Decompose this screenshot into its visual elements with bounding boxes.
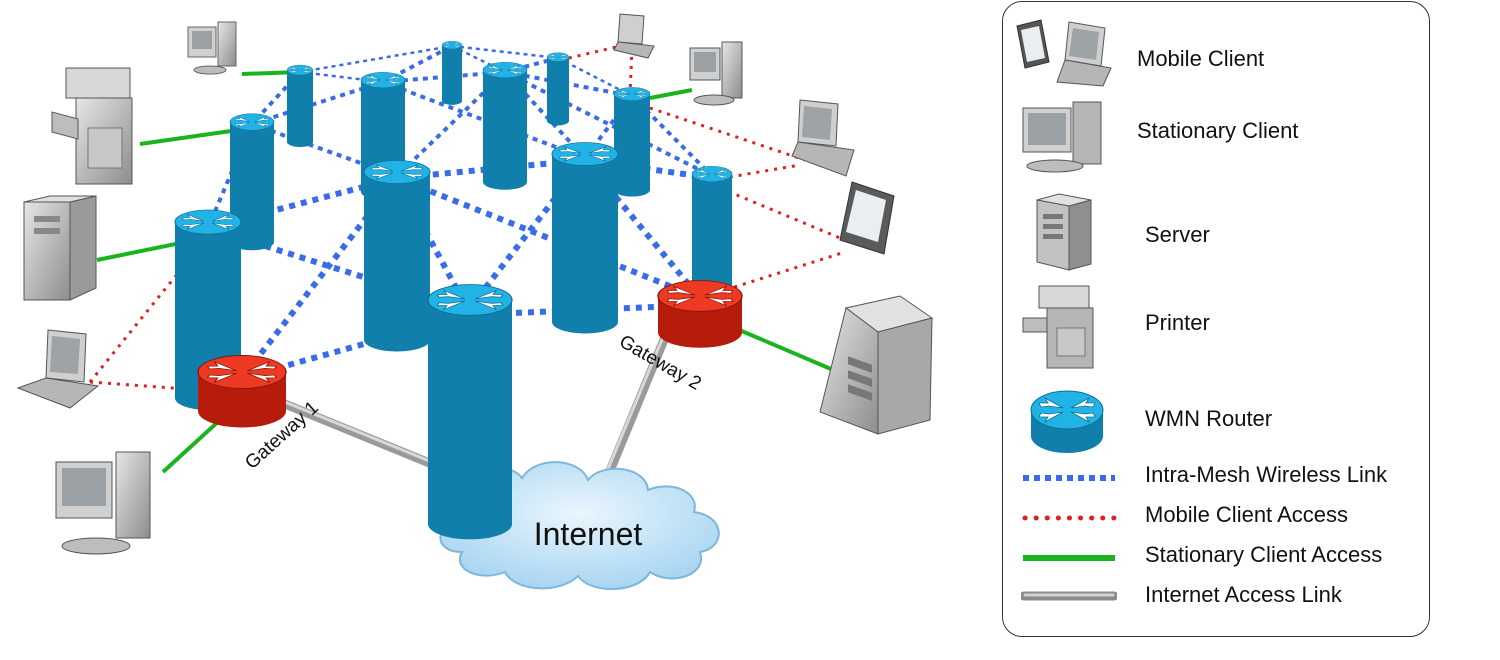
printer-icon (1022, 285, 1094, 369)
legend-label-server: Server (1145, 222, 1210, 247)
printer-icon (51, 67, 133, 185)
intra-mesh-link-line (1023, 475, 1115, 481)
gateway-1 (197, 355, 287, 428)
mobile-access-line (1022, 515, 1117, 521)
gateway-2 (657, 280, 743, 348)
wmn-router-icon (482, 61, 528, 191)
server-icon (1036, 193, 1092, 271)
stationary-client-icon (1022, 101, 1102, 173)
wmn-router-icon (691, 166, 733, 295)
legend-label-mobile-client: Mobile Client (1137, 46, 1265, 71)
server-icon (819, 295, 934, 435)
legend-label-internet-link: Internet Access Link (1145, 582, 1342, 607)
wmn-router-icon (551, 141, 619, 335)
wmn-router-icon (546, 52, 570, 126)
internet-link-line (1021, 591, 1117, 601)
mobile-client-icon (16, 329, 100, 409)
internet-label: Internet (534, 516, 643, 552)
network-diagram: Internet (16, 13, 934, 590)
wmn-router-icon (286, 64, 314, 148)
wmn-router-icon (441, 41, 463, 105)
legend: Mobile Client Stationary Client Server P… (1002, 1, 1430, 637)
internet-link-gateway2 (595, 325, 673, 500)
stationary-client-icon (689, 41, 743, 106)
legend-label-intra-mesh-link: Intra-Mesh Wireless Link (1145, 462, 1388, 487)
legend-label-mobile-access: Mobile Client Access (1145, 502, 1348, 527)
legend-label-printer: Printer (1145, 310, 1210, 335)
wmn-router-icon (1030, 390, 1104, 453)
stationary-client-icon (187, 21, 237, 75)
mobile-client-icon (613, 13, 655, 59)
stationary-access-links (96, 70, 839, 474)
stationary-client-icon (55, 451, 151, 555)
mobile-client-icon (839, 181, 895, 255)
mobile-client-icon (791, 99, 855, 177)
legend-label-stationary-client: Stationary Client (1137, 118, 1299, 143)
wmn-router-icon (613, 87, 651, 197)
wmn-router-icon (363, 159, 431, 353)
wmn-router-icon (427, 283, 513, 541)
mobile-client-icon (1016, 19, 1112, 87)
legend-label-stationary-access: Stationary Client Access (1145, 542, 1383, 567)
server-icon (23, 195, 97, 301)
stationary-access-line (1023, 555, 1115, 561)
legend-label-wmn-router: WMN Router (1145, 406, 1273, 431)
